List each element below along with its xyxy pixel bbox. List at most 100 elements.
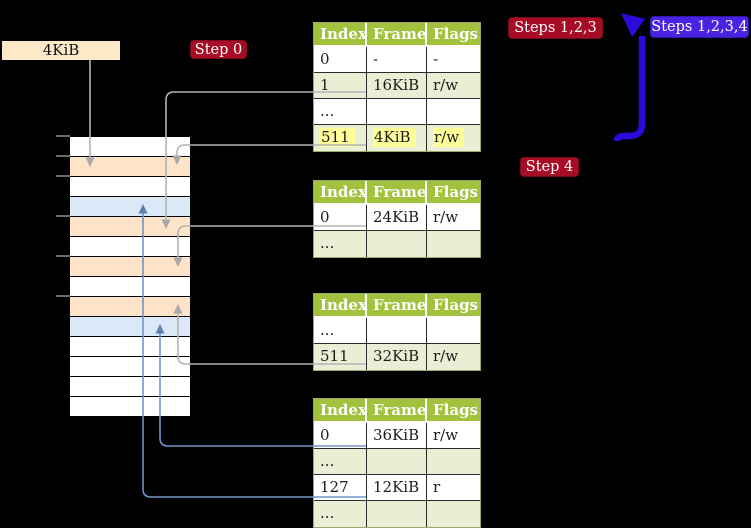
cell-value: ...	[320, 452, 335, 470]
step-4-badge: Step 4	[520, 157, 579, 177]
cell-value: 16KiB	[373, 76, 420, 94]
flags-cell: r/w	[427, 73, 480, 99]
table-header-cell: Frame	[367, 294, 427, 318]
flags-cell: r/w	[427, 423, 480, 449]
index-cell: 0	[314, 47, 367, 73]
memory-frame-row-orange	[70, 256, 190, 276]
cell-value: r/w	[433, 128, 465, 147]
memory-frame-row-orange	[70, 156, 190, 176]
cell-value: 0	[320, 50, 330, 68]
cell-value: 1	[320, 76, 330, 94]
step-0-badge: Step 0	[190, 40, 247, 59]
flags-cell: -	[427, 47, 480, 73]
cell-value: ...	[320, 321, 335, 339]
frame-cell: 12KiB	[367, 475, 427, 501]
physical-memory-column	[70, 136, 190, 417]
memory-frame-row-white	[70, 236, 190, 256]
table-header-cell: Frame	[367, 399, 427, 423]
table-row: 0 - -	[314, 47, 480, 73]
cell-value: 4KiB	[373, 128, 416, 147]
table-header-cell: Index	[314, 399, 367, 423]
frame-cell	[367, 318, 427, 344]
cell-value: r	[433, 478, 441, 496]
cell-value: 0	[320, 208, 330, 226]
flags-cell	[427, 501, 480, 527]
frame-cell: 16KiB	[367, 73, 427, 99]
memory-frame-row-blue	[70, 196, 190, 216]
index-cell: ...	[314, 501, 367, 527]
frame-cell	[367, 99, 427, 125]
memory-frame-row-white	[70, 176, 190, 196]
index-cell: 511	[314, 125, 367, 151]
cell-value: r/w	[433, 426, 459, 444]
cell-value: -	[373, 50, 379, 68]
table-row: 0 36KiB r/w	[314, 423, 480, 449]
index-cell: 0	[314, 205, 367, 231]
cell-value: r/w	[433, 208, 459, 226]
memory-frame-row-white	[70, 336, 190, 356]
table-row: 127 12KiB r	[314, 475, 480, 501]
memory-frame-row-white	[70, 376, 190, 396]
cell-value: 0	[320, 426, 330, 444]
cell-value: 127	[320, 478, 349, 496]
flags-cell	[427, 318, 480, 344]
flags-cell: r	[427, 475, 480, 501]
frame-cell	[367, 449, 427, 475]
table-header-cell: Flags	[427, 399, 480, 423]
cell-value: ...	[320, 234, 335, 252]
cell-value: 32KiB	[373, 347, 420, 365]
frame-cell	[367, 231, 427, 257]
table-header-cell: Flags	[427, 23, 480, 47]
frame-cell: 36KiB	[367, 423, 427, 449]
memory-frame-row-white	[70, 276, 190, 296]
table-row: ...	[314, 99, 480, 125]
cell-value: 36KiB	[373, 426, 420, 444]
index-cell: 0	[314, 423, 367, 449]
table-header-cell: Frame	[367, 23, 427, 47]
frame-cell: -	[367, 47, 427, 73]
table-header-cell: Flags	[427, 181, 480, 205]
cell-value: ...	[320, 504, 335, 522]
cell-value: ...	[320, 102, 335, 120]
flags-cell	[427, 99, 480, 125]
table-header-cell: Index	[314, 23, 367, 47]
cell-value: 511	[320, 347, 349, 365]
table-row: 511 32KiB r/w	[314, 344, 480, 370]
table-header-cell: Index	[314, 294, 367, 318]
memory-frame-row-white	[70, 356, 190, 376]
cell-value: 511	[320, 128, 355, 147]
index-cell: ...	[314, 449, 367, 475]
table-header-cell: Flags	[427, 294, 480, 318]
cell-value: r/w	[433, 76, 459, 94]
index-cell: 511	[314, 344, 367, 370]
steps-123-badge: Steps 1,2,3	[508, 17, 603, 39]
table-row: 1 16KiB r/w	[314, 73, 480, 99]
table-header-cell: Frame	[367, 181, 427, 205]
cell-value: r/w	[433, 347, 459, 365]
frame-cell	[367, 501, 427, 527]
cell-value: -	[433, 50, 439, 68]
frame-cell: 32KiB	[367, 344, 427, 370]
index-cell: 1	[314, 73, 367, 99]
index-cell: 127	[314, 475, 367, 501]
index-cell: ...	[314, 318, 367, 344]
index-cell: ...	[314, 99, 367, 125]
index-cell: ...	[314, 231, 367, 257]
cell-value: 12KiB	[373, 478, 420, 496]
flags-cell: r/w	[427, 125, 480, 151]
memory-frame-row-white	[70, 136, 190, 156]
flags-cell: r/w	[427, 205, 480, 231]
frame-cell: 4KiB	[367, 125, 427, 151]
table-row: ...	[314, 318, 480, 344]
table-row: ...	[314, 501, 480, 527]
table-header-cell: Index	[314, 181, 367, 205]
flags-cell	[427, 231, 480, 257]
